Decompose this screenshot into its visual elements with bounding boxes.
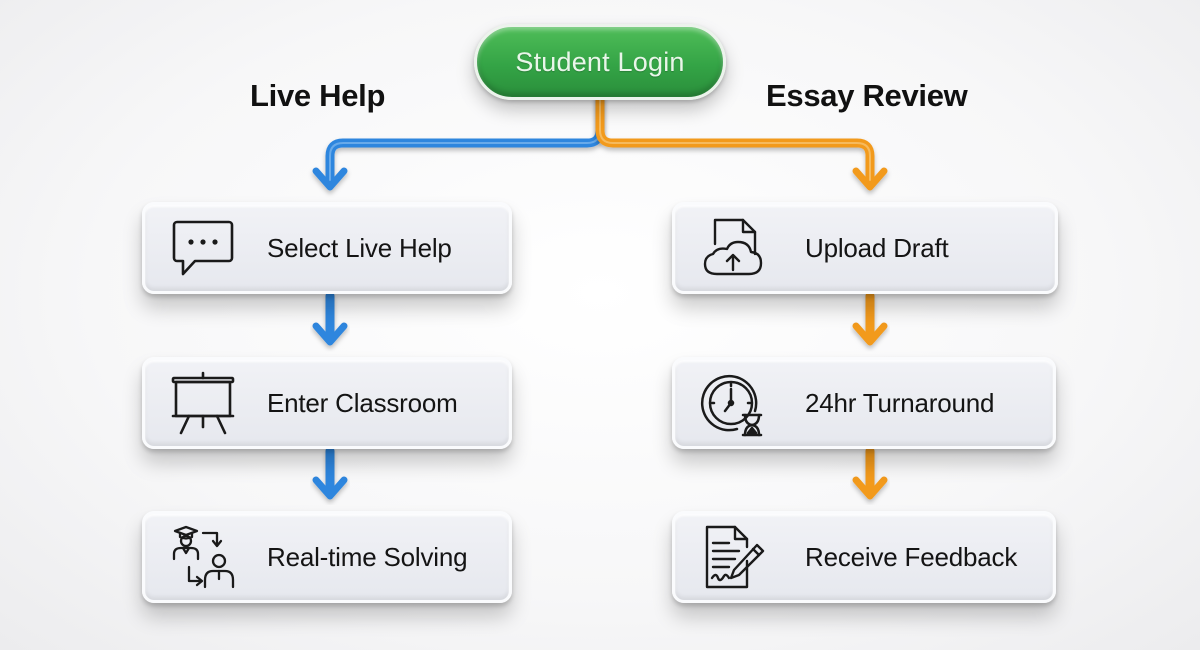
step-label: Real-time Solving [267, 541, 468, 572]
step-receive-feedback[interactable]: Receive Feedback [672, 511, 1056, 603]
start-node-student-login[interactable]: Student Login [474, 24, 726, 100]
step-label: Select Live Help [267, 232, 452, 263]
start-node-label: Student Login [515, 46, 685, 77]
clock-hourglass-icon [697, 367, 769, 439]
step-24hr-turnaround[interactable]: 24hr Turnaround [672, 357, 1056, 449]
branch-title-live-help: Live Help [250, 78, 386, 113]
step-upload-draft[interactable]: Upload Draft [672, 202, 1058, 294]
arrow-right-1 [852, 291, 888, 346]
cloud-upload-document-icon [697, 212, 769, 284]
step-real-time-solving[interactable]: Real-time Solving [142, 511, 512, 603]
arrow-right-2 [852, 446, 888, 500]
tutor-student-exchange-icon [167, 521, 239, 593]
branch-title-essay-review: Essay Review [766, 78, 968, 113]
step-enter-classroom[interactable]: Enter Classroom [142, 357, 512, 449]
step-label: 24hr Turnaround [805, 387, 995, 418]
step-label: Receive Feedback [805, 541, 1018, 572]
step-label: Enter Classroom [267, 387, 458, 418]
whiteboard-easel-icon [167, 367, 239, 439]
document-pencil-icon [697, 521, 769, 593]
step-select-live-help[interactable]: Select Live Help [142, 202, 512, 294]
chat-bubble-icon [167, 212, 239, 284]
arrow-left-2 [312, 446, 348, 500]
step-label: Upload Draft [805, 232, 949, 263]
arrow-left-1 [312, 291, 348, 346]
